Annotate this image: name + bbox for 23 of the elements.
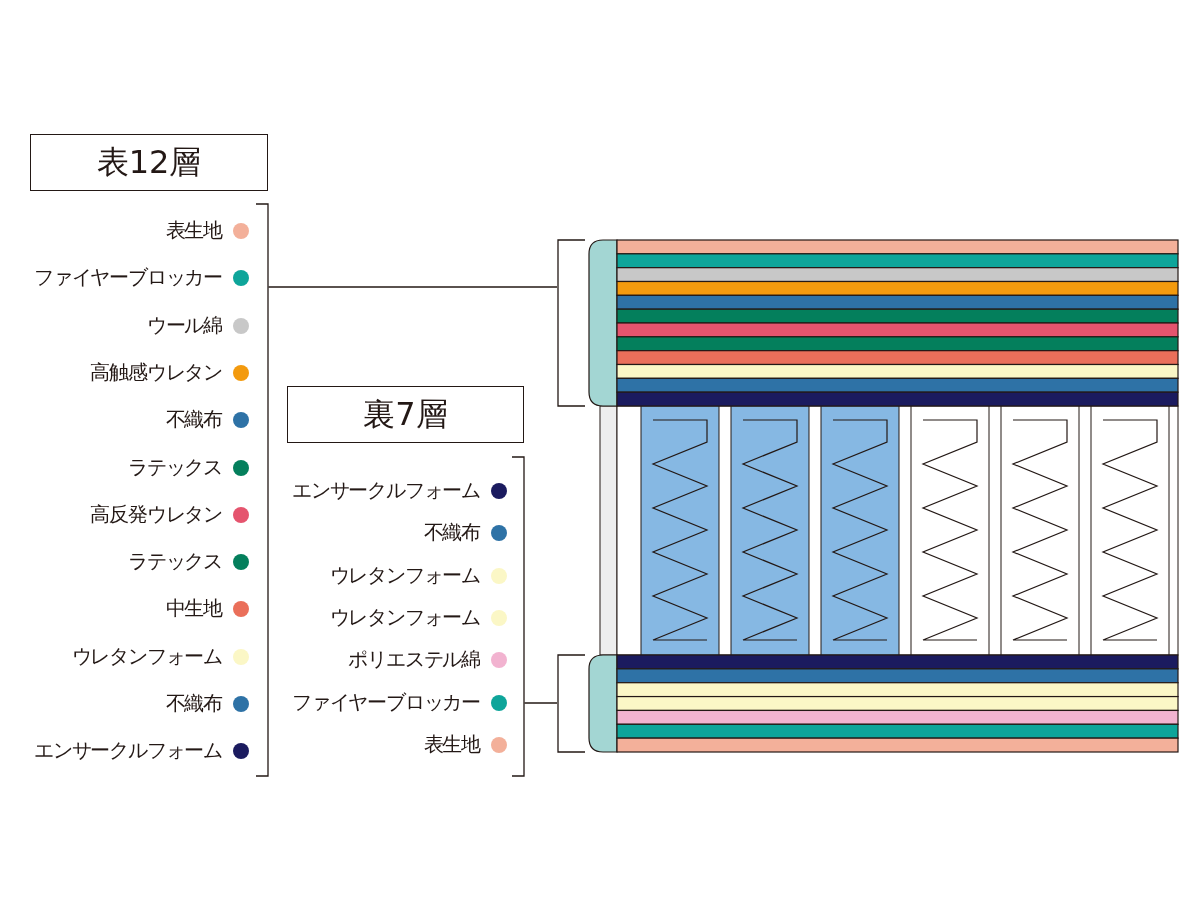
layer-label: 高反発ウレタン xyxy=(90,500,222,527)
layer-label: 高触感ウレタン xyxy=(90,358,222,385)
layer-label: 不織布 xyxy=(165,406,222,433)
layer-label: 表生地 xyxy=(423,730,480,757)
layer-label: エンサークルフォーム xyxy=(292,477,480,503)
connector-line xyxy=(523,702,558,704)
layer-label: ラテックス xyxy=(128,453,222,480)
connector-line xyxy=(267,286,558,288)
layer-label: 不織布 xyxy=(165,690,222,716)
layer-label: ラテックス xyxy=(128,548,222,575)
layer-label: ファイヤーブロッカー xyxy=(34,264,222,291)
heading-box: 表12層 xyxy=(30,134,268,191)
layer-label: ウレタンフォーム xyxy=(329,561,480,588)
layer-label: ウレタンフォーム xyxy=(329,603,480,630)
layer-label: 中生地 xyxy=(165,595,222,622)
layer-label: 不織布 xyxy=(423,519,480,546)
layer-label: ポリエステル綿 xyxy=(348,646,480,673)
layer-label: ファイヤーブロッカー xyxy=(292,688,480,715)
layer-label: エンサークルフォーム xyxy=(34,737,222,764)
layer-label: ウレタンフォーム xyxy=(71,642,222,669)
heading-box: 裏7層 xyxy=(287,386,524,443)
layer-label: 表生地 xyxy=(165,217,222,243)
layer-label: ウール綿 xyxy=(146,311,222,338)
